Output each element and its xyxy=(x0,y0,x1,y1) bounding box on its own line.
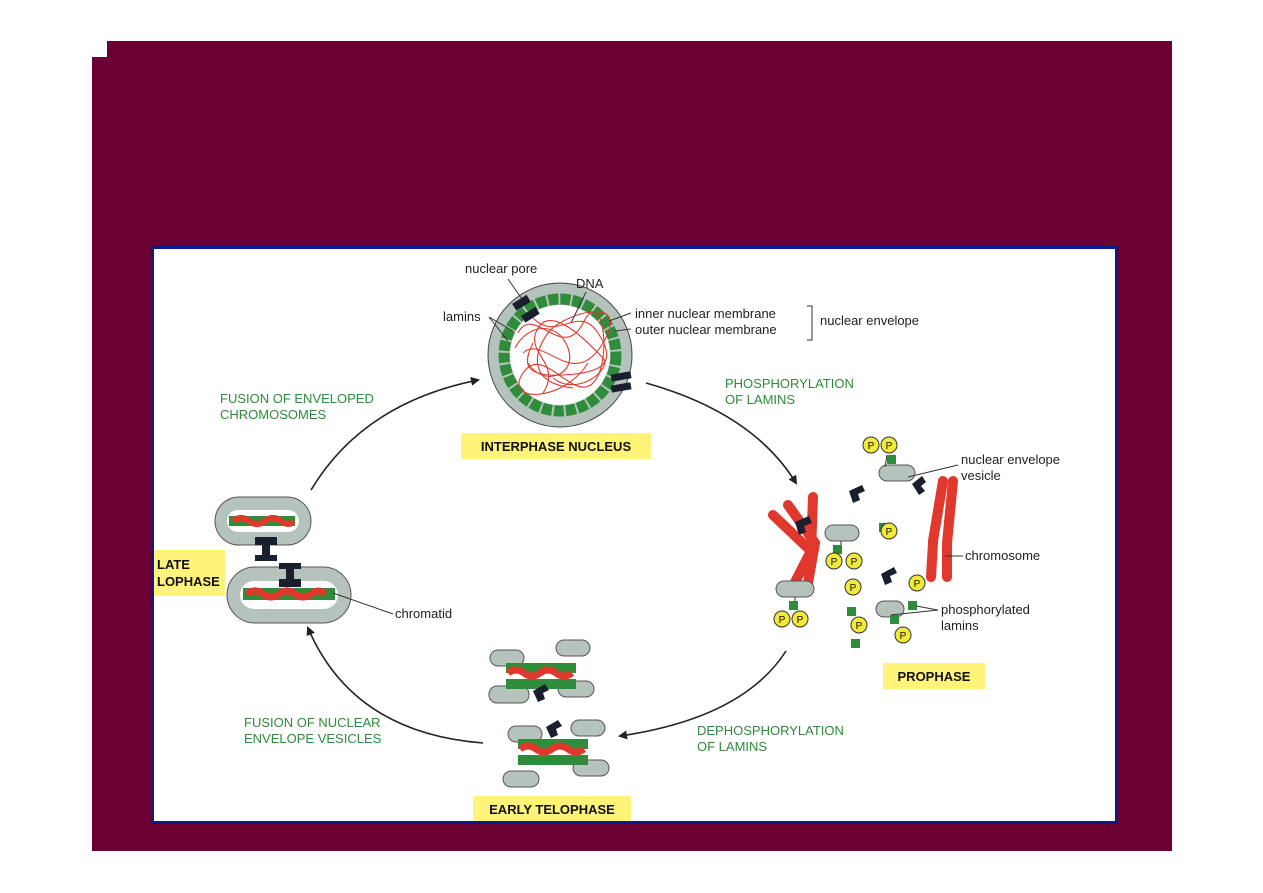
phosphate-ball xyxy=(850,616,868,634)
fusion-vesicles-label-line1: FUSION OF NUCLEAR xyxy=(244,715,381,730)
prophase-nuclear-pores xyxy=(795,476,926,585)
phosphate-ball xyxy=(880,522,898,540)
nuclear-envelope-vesicle-label-line2: vesicle xyxy=(961,468,1001,483)
interphase-nucleus xyxy=(487,282,633,428)
diagram-frame: nuclear pore DNA lamins inner nuclear me… xyxy=(151,246,1118,824)
late-telophase-label-line2: LOPHASE xyxy=(157,574,220,589)
chromosome-label: chromosome xyxy=(965,548,1040,563)
early-telophase-label: EARLY TELOPHASE xyxy=(489,802,615,817)
phosphate-ball xyxy=(845,552,863,570)
phosphate-ball xyxy=(844,578,862,596)
phosphorylated-lamins-label-line1: phosphorylated xyxy=(941,602,1030,617)
lamins-label: lamins xyxy=(443,309,481,324)
lamin-subunit xyxy=(890,615,899,624)
phosphate-label: P xyxy=(850,583,857,594)
phosphate-label: P xyxy=(914,579,921,590)
lamin-subunit xyxy=(887,455,896,464)
prophase-label: PROPHASE xyxy=(898,669,971,684)
phosphate-label: P xyxy=(900,631,907,642)
lamin-subunit xyxy=(789,601,798,610)
phosphate-label: P xyxy=(886,527,893,538)
phosphorylated-lamin: P xyxy=(879,522,898,540)
dephosphorylation-label-line1: DEPHOSPHORYLATION xyxy=(697,723,844,738)
fusion-chromosomes-label-line1: FUSION OF ENVELOPED xyxy=(220,391,374,406)
nuclear-pore-label: nuclear pore xyxy=(465,261,537,276)
prophase-chromosome-right xyxy=(926,476,958,582)
fusion-vesicles-label-line2: ENVELOPE VESICLES xyxy=(244,731,382,746)
phosphate-label: P xyxy=(779,615,786,626)
late-telophase-label-line1: LATE xyxy=(157,557,190,572)
phosphate-ball xyxy=(894,626,912,644)
late-telophase-enveloped-chromatids xyxy=(214,496,394,624)
phosphate-ball xyxy=(825,552,843,570)
interphase-label: INTERPHASE NUCLEUS xyxy=(481,439,632,454)
cycle-arrows xyxy=(306,376,798,744)
nuclear-pore-icon-top xyxy=(512,294,540,323)
outer-nuclear-membrane-label: outer nuclear membrane xyxy=(635,322,777,337)
interphase-phase-badge: INTERPHASE NUCLEUS xyxy=(461,433,651,459)
prophase-chromosome-left xyxy=(768,492,821,591)
phosphorylated-lamin: P xyxy=(850,616,868,648)
slide-corner-notch xyxy=(92,41,107,57)
lamin-subunit xyxy=(833,545,842,554)
lamin-subunit xyxy=(908,601,917,610)
prophase-phase-badge: PROPHASE xyxy=(883,663,985,689)
arrow-late-telophase-to-interphase xyxy=(310,376,480,491)
phosphate-label: P xyxy=(856,621,863,632)
chromatid-label: chromatid xyxy=(395,606,452,621)
late-telophase-phase-badge: LATE LOPHASE xyxy=(154,550,225,596)
arrow-prophase-to-early-telophase xyxy=(618,650,787,740)
nuclear-pore-icon-right xyxy=(610,371,632,393)
phosphate-ball xyxy=(791,610,809,628)
dna-strands xyxy=(514,311,611,395)
lamin-subunit xyxy=(851,639,860,648)
early-telophase-phase-badge: EARLY TELOPHASE xyxy=(473,796,631,822)
phosphate-label: P xyxy=(886,441,893,452)
nuclear-envelope-vesicle-label-line1: nuclear envelope xyxy=(961,452,1060,467)
phosphate-ball xyxy=(880,436,898,454)
phosphorylation-label-line2: OF LAMINS xyxy=(725,392,795,407)
lamina-ring xyxy=(498,293,622,417)
phosphorylated-lamin: P xyxy=(890,615,912,644)
phosphate-ball xyxy=(908,574,926,592)
prophase-vesicles xyxy=(775,464,916,618)
arrow-early-telophase-to-late-telophase xyxy=(306,626,484,744)
early-telophase-vesicles xyxy=(488,639,610,788)
inner-nuclear-membrane-label: inner nuclear membrane xyxy=(635,306,776,321)
phosphorylated-lamin: P xyxy=(844,578,862,616)
lamin-subunit xyxy=(847,607,856,616)
phosphorylation-label-line1: PHOSPHORYLATION xyxy=(725,376,854,391)
phosphate-label: P xyxy=(851,557,858,568)
phosphate-label: P xyxy=(868,441,875,452)
phosphate-ball xyxy=(862,436,880,454)
nuclear-envelope-label: nuclear envelope xyxy=(820,313,919,328)
phosphorylated-lamins-label-line2: lamins xyxy=(941,618,979,633)
phosphate-label: P xyxy=(831,557,838,568)
dephosphorylation-label-line2: OF LAMINS xyxy=(697,739,767,754)
fusion-chromosomes-label-line2: CHROMOSOMES xyxy=(220,407,327,422)
phosphorylated-lamin: P xyxy=(908,574,926,610)
phosphate-ball xyxy=(773,610,791,628)
dna-label: DNA xyxy=(576,276,604,291)
arrow-interphase-to-prophase xyxy=(645,382,798,485)
nuclear-envelope-cycle-diagram: nuclear pore DNA lamins inner nuclear me… xyxy=(154,261,1060,822)
phosphate-label: P xyxy=(797,615,804,626)
